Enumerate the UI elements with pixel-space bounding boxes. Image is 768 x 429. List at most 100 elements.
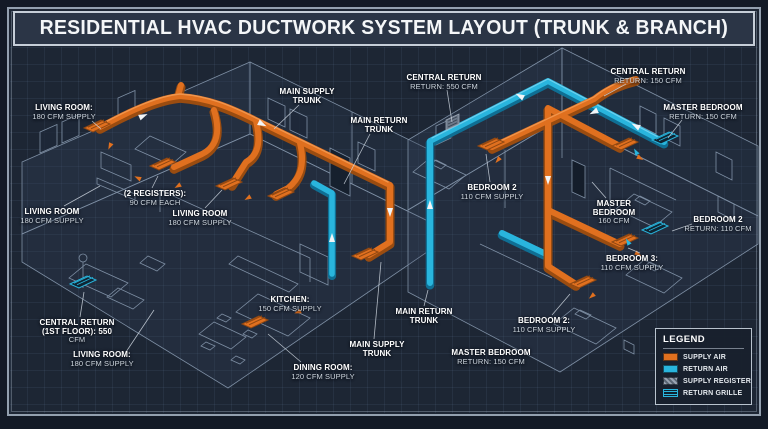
legend-item-label: SUPPLY AIR — [683, 353, 726, 361]
supply-trunk-right — [487, 76, 641, 291]
supply-register — [240, 315, 270, 329]
return-air-swatch — [663, 365, 678, 373]
label-mst-bot-line-1: TRUNK — [362, 348, 392, 358]
label-kitchen: KITCHEN:150 CFM SUPPLY — [258, 295, 322, 313]
leader-lines — [63, 83, 693, 363]
label-b2-ret-line-0: BEDROOM 2 — [693, 215, 743, 224]
label-lr-top: LIVING ROOM:180 CFM SUPPLY — [32, 103, 96, 121]
label-lr-bot: LIVING ROOM:180 CFM SUPPLY — [70, 350, 133, 368]
legend-title: LEGEND — [663, 334, 744, 349]
label-regs-line-1: 90 CFM EACH — [129, 197, 181, 207]
supply-register — [610, 137, 640, 151]
label-kitchen-line-1: 150 CFM SUPPLY — [258, 303, 322, 313]
label-regs: (2 REGISTERS):90 CFM EACH — [123, 189, 187, 207]
label-mrt-bot-line-1: TRUNK — [409, 315, 439, 325]
label-b2-left-line-1: 110 CFM SUPPLY — [460, 191, 524, 201]
supply-registers-left — [82, 119, 380, 329]
label-lr-top-line-1: 180 CFM SUPPLY — [32, 111, 96, 121]
supply-register — [568, 275, 598, 289]
return-trunk-right — [425, 78, 669, 290]
label-b3: BEDROOM 3:110 CFM SUPPLY — [600, 254, 664, 272]
label-mbr-bot-line-1: RETURN: 150 CFM — [457, 356, 525, 366]
label-mst-top-line-0: MAIN SUPPLY — [279, 87, 335, 96]
supply-register — [214, 177, 244, 191]
label-cr550-line-0: CENTRAL RETURN — [406, 73, 482, 82]
label-mb160-line-0: MASTER — [596, 199, 632, 208]
label-b2-ret-line-1: RETURN: 110 CFM — [684, 223, 752, 233]
label-dining-line-0: DINING ROOM: — [293, 363, 353, 372]
supply-register — [610, 233, 640, 247]
supply-registers-right — [476, 137, 640, 289]
label-dining-line-1: 120 CFM SUPPLY — [291, 371, 355, 381]
title-bar: RESIDENTIAL HVAC DUCTWORK SYSTEM LAYOUT … — [13, 11, 755, 46]
label-mrt-top-line-0: MAIN RETURN — [350, 116, 408, 125]
legend-item-supply-register: SUPPLY REGISTER — [663, 377, 751, 385]
label-cr1-line-0: CENTRAL RETURN — [39, 318, 115, 327]
label-regs-line-0: (2 REGISTERS): — [123, 189, 187, 198]
label-kitchen-line-0: KITCHEN: — [270, 295, 310, 304]
page-title: RESIDENTIAL HVAC DUCTWORK SYSTEM LAYOUT … — [39, 17, 729, 39]
supply-register — [266, 187, 296, 201]
supply-register — [476, 137, 506, 151]
label-lr-left-line-1: 180 CFM SUPPLY — [20, 215, 84, 225]
legend-item-supply-air: SUPPLY AIR — [663, 353, 744, 361]
return-grille-swatch — [663, 389, 678, 397]
label-cr150-line-1: RETURN: 150 CFM — [614, 75, 682, 85]
supply-trunk-left — [95, 82, 395, 262]
label-mb160-line-1: BEDROOM — [592, 207, 636, 217]
label-cr1-line-2: CFM — [68, 335, 86, 344]
supply-register — [350, 247, 380, 261]
supply-register — [148, 157, 178, 171]
supply-register-swatch — [663, 377, 678, 385]
legend: LEGEND SUPPLY AIR RETURN AIR SUPPLY REGIST… — [655, 328, 752, 405]
living-room-furniture — [68, 135, 187, 310]
return-grille — [650, 131, 680, 145]
label-dining: DINING ROOM:120 CFM SUPPLY — [291, 363, 355, 381]
return-grille — [68, 275, 98, 289]
supply-register-wall — [445, 113, 460, 131]
legend-item-label: RETURN AIR — [683, 365, 728, 373]
label-b2-bot-line-0: BEDROOM 2: — [517, 316, 571, 325]
label-mbr-top-line-1: RETURN: 150 CFM — [669, 111, 737, 121]
label-lr-left-line-0: LIVING ROOM — [24, 207, 80, 216]
label-mbr-top-line-0: MASTER BEDROOM — [663, 103, 743, 112]
label-mb160-line-2: 160 CFM — [598, 216, 630, 225]
legend-item-label: RETURN GRILLE — [683, 389, 743, 397]
dining-furniture — [198, 313, 258, 365]
label-mrt-top-line-1: TRUNK — [364, 124, 394, 134]
label-b3-line-1: 110 CFM SUPPLY — [600, 262, 664, 272]
kitchen-furniture — [228, 243, 329, 337]
label-b2-bot: BEDROOM 2:110 CFM SUPPLY — [512, 316, 576, 334]
label-mrt-bot-line-0: MAIN RETURN — [395, 307, 453, 316]
supply-register — [82, 119, 112, 133]
label-cr1-line-1: (1ST FLOOR): 550 — [41, 326, 113, 336]
label-mst-top-line-1: TRUNK — [292, 95, 322, 105]
label-mst-bot-line-0: MAIN SUPPLY — [349, 340, 405, 349]
label-lr-mid-line-1: 180 CFM SUPPLY — [168, 217, 232, 227]
label-cr550-line-1: RETURN: 550 CFM — [410, 81, 478, 91]
legend-item-return-grille: RETURN GRILLE — [663, 389, 744, 397]
legend-item-label: SUPPLY REGISTER — [683, 377, 751, 385]
supply-air-swatch — [663, 353, 678, 361]
label-b2-left-line-0: BEDROOM 2 — [467, 183, 517, 192]
label-b2-bot-line-1: 110 CFM SUPPLY — [512, 324, 576, 334]
label-lr-top-line-0: LIVING ROOM: — [35, 103, 93, 112]
label-mbr-bot-line-0: MASTER BEDROOM — [451, 348, 531, 357]
return-grille — [640, 221, 670, 235]
flow-arrows — [108, 93, 644, 314]
label-b3-line-0: BEDROOM 3: — [605, 254, 659, 263]
label-cr150-line-0: CENTRAL RETURN — [610, 67, 686, 76]
